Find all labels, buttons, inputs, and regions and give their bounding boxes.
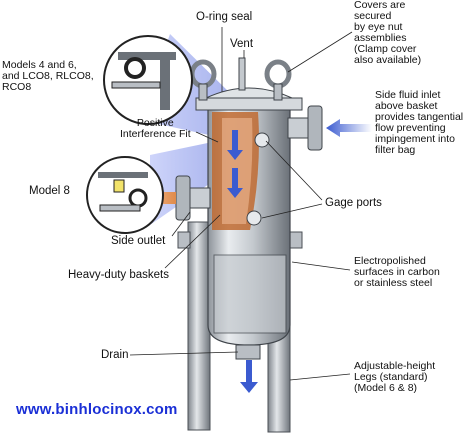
- drain-arrow: [240, 360, 258, 393]
- inlet-flow-arrow: [326, 119, 372, 137]
- leg-bracket-left: [177, 231, 191, 249]
- gage-port-lower: [246, 210, 262, 226]
- label-drain: Drain: [101, 349, 129, 361]
- label-model-8: Model 8: [29, 185, 70, 197]
- label-heavy-duty-baskets: Heavy-duty baskets: [68, 269, 169, 281]
- side-inlet-pipe: [287, 117, 311, 139]
- label-gage-ports: Gage ports: [325, 197, 382, 209]
- detail-circle-models-4-6: [103, 35, 193, 125]
- lower-shell: [213, 254, 287, 334]
- eye-nut-right: [264, 59, 292, 101]
- side-inlet-flange: [307, 105, 323, 151]
- label-side-outlet: Side outlet: [111, 235, 166, 247]
- internal-flow-arrows: [227, 130, 243, 198]
- vent-pipe: [238, 57, 246, 91]
- label-models-4-6: Models 4 and 6,and LCO8, RLCO8,RCO8: [2, 59, 94, 93]
- leg-left: [187, 221, 211, 431]
- side-outlet-flange: [175, 175, 191, 221]
- cover-flange: [195, 97, 303, 111]
- cover-dome: [205, 87, 293, 99]
- gage-port-upper: [254, 132, 270, 148]
- leader-lines: [129, 27, 353, 381]
- drain-pipe: [235, 344, 261, 360]
- detail-circle-model-8: [86, 156, 164, 234]
- label-vent: Vent: [230, 38, 254, 50]
- side-outlet-pipe: [187, 187, 211, 209]
- website-link[interactable]: www.binhlocinox.com: [16, 401, 178, 418]
- label-oring-seal: O-ring seal: [196, 11, 253, 23]
